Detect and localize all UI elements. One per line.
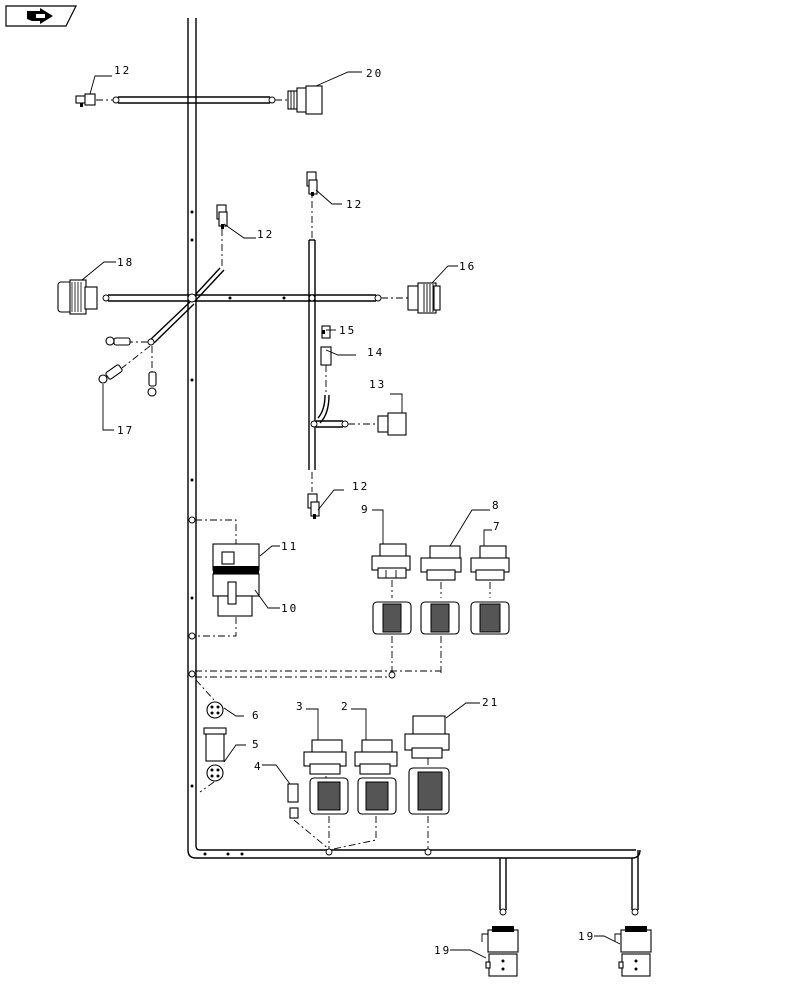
callout-12-center-bottom: 12 xyxy=(352,480,369,493)
branch-12-left xyxy=(195,204,256,301)
connector-4 xyxy=(262,764,331,851)
connector-18 xyxy=(57,261,116,315)
callout-labels: 12 20 12 12 18 16 15 14 13 17 12 9 8 7 1… xyxy=(114,64,595,957)
back-arrow-icon xyxy=(27,8,53,24)
callout-20: 20 xyxy=(366,67,383,80)
callout-2: 2 xyxy=(341,700,350,713)
connector-6-5 xyxy=(195,679,246,793)
connector-2 xyxy=(328,708,398,851)
callout-17: 17 xyxy=(117,424,134,437)
connector-3 xyxy=(303,708,349,850)
connector-16 xyxy=(407,265,458,314)
callout-6: 6 xyxy=(252,709,261,722)
callout-5: 5 xyxy=(252,738,261,751)
branch-vertical-center xyxy=(306,171,407,519)
callout-11: 11 xyxy=(281,540,298,553)
signal-line xyxy=(188,670,441,679)
main-trunk xyxy=(187,18,641,859)
callout-3: 3 xyxy=(296,700,305,713)
callout-13: 13 xyxy=(369,378,386,391)
connector-11-10 xyxy=(188,516,280,640)
connector-7 xyxy=(470,529,510,635)
connector-20 xyxy=(287,71,362,115)
callout-21: 21 xyxy=(482,696,499,709)
connector-8 xyxy=(420,509,490,635)
callout-18: 18 xyxy=(117,256,134,269)
callout-12-center-top: 12 xyxy=(346,198,363,211)
connector-group-3-2-21 xyxy=(303,702,480,856)
callout-12-left: 12 xyxy=(257,228,274,241)
connector-21 xyxy=(404,702,480,850)
callout-15: 15 xyxy=(339,324,356,337)
back-nav-button[interactable] xyxy=(5,5,77,27)
connector-group-9-8-7 xyxy=(371,509,510,674)
callout-10: 10 xyxy=(281,602,298,615)
callout-12-top: 12 xyxy=(114,64,131,77)
branch-17 xyxy=(98,301,195,431)
branch-horizontal-main xyxy=(102,293,408,303)
connector-12-top xyxy=(75,75,112,107)
connector-9 xyxy=(371,509,412,635)
callout-8: 8 xyxy=(492,499,501,512)
callout-4: 4 xyxy=(254,760,263,773)
callout-16: 16 xyxy=(459,260,476,273)
callout-19-left: 19 xyxy=(434,944,451,957)
branch-19 xyxy=(450,850,652,977)
callout-14: 14 xyxy=(367,346,384,359)
branch-top xyxy=(96,96,290,104)
callout-7: 7 xyxy=(493,520,502,533)
callout-19-right: 19 xyxy=(578,930,595,943)
callout-9: 9 xyxy=(361,503,370,516)
